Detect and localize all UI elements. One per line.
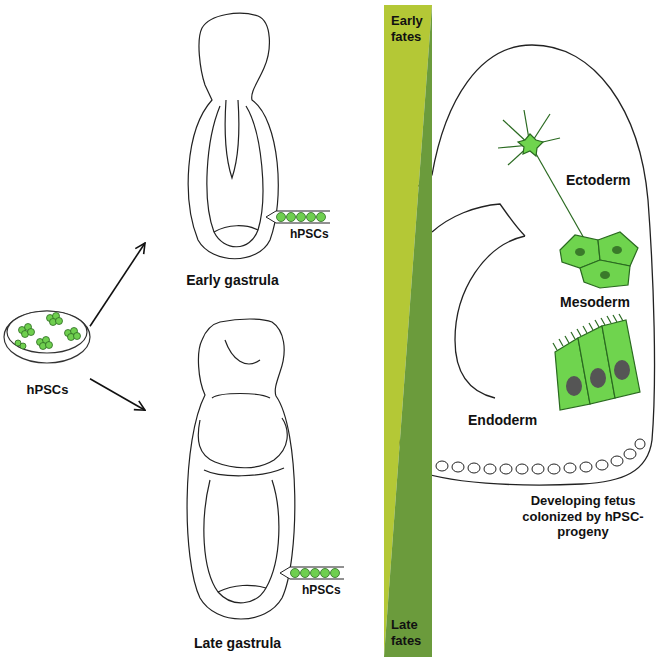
node-label: Late gastrula xyxy=(145,635,330,652)
late-gastrula-outline xyxy=(187,319,295,619)
dish-node: hPSCs xyxy=(5,300,90,405)
node-label: Developing fetus colonized by hPSC-proge… xyxy=(513,493,653,540)
node-label: Ectoderm xyxy=(566,172,646,189)
node-label: Early gastrula xyxy=(145,272,320,289)
mesoderm-cells xyxy=(560,232,638,288)
fate-gradient-band: Early fatesLate fates xyxy=(384,5,432,657)
arrow-connector xyxy=(90,243,145,326)
cell-colonies xyxy=(15,313,81,350)
fetus-node: EctodermMesodermEndodermDeveloping fetus… xyxy=(380,40,660,560)
arrow-connector xyxy=(90,379,145,410)
node-label: hPSCs xyxy=(5,382,90,398)
somites xyxy=(436,439,645,474)
node-label: Mesoderm xyxy=(560,294,640,311)
early-gastrula-outline xyxy=(188,13,278,258)
node-label: Late fates xyxy=(391,617,431,648)
early-gastrula-node: Early gastrula xyxy=(145,12,320,292)
cell-label: hPSCs xyxy=(290,227,340,241)
cell-label: hPSCs xyxy=(302,583,352,597)
culture-dish xyxy=(4,311,90,363)
node-label: Early fates xyxy=(391,13,431,44)
node-label: Endoderm xyxy=(468,412,548,429)
late-gastrula-node: Late gastrula xyxy=(145,315,330,655)
gradient-band-shape xyxy=(384,5,432,657)
endoderm-cells xyxy=(553,314,640,410)
injection-pipette xyxy=(280,567,344,579)
injection-pipette xyxy=(266,211,330,223)
